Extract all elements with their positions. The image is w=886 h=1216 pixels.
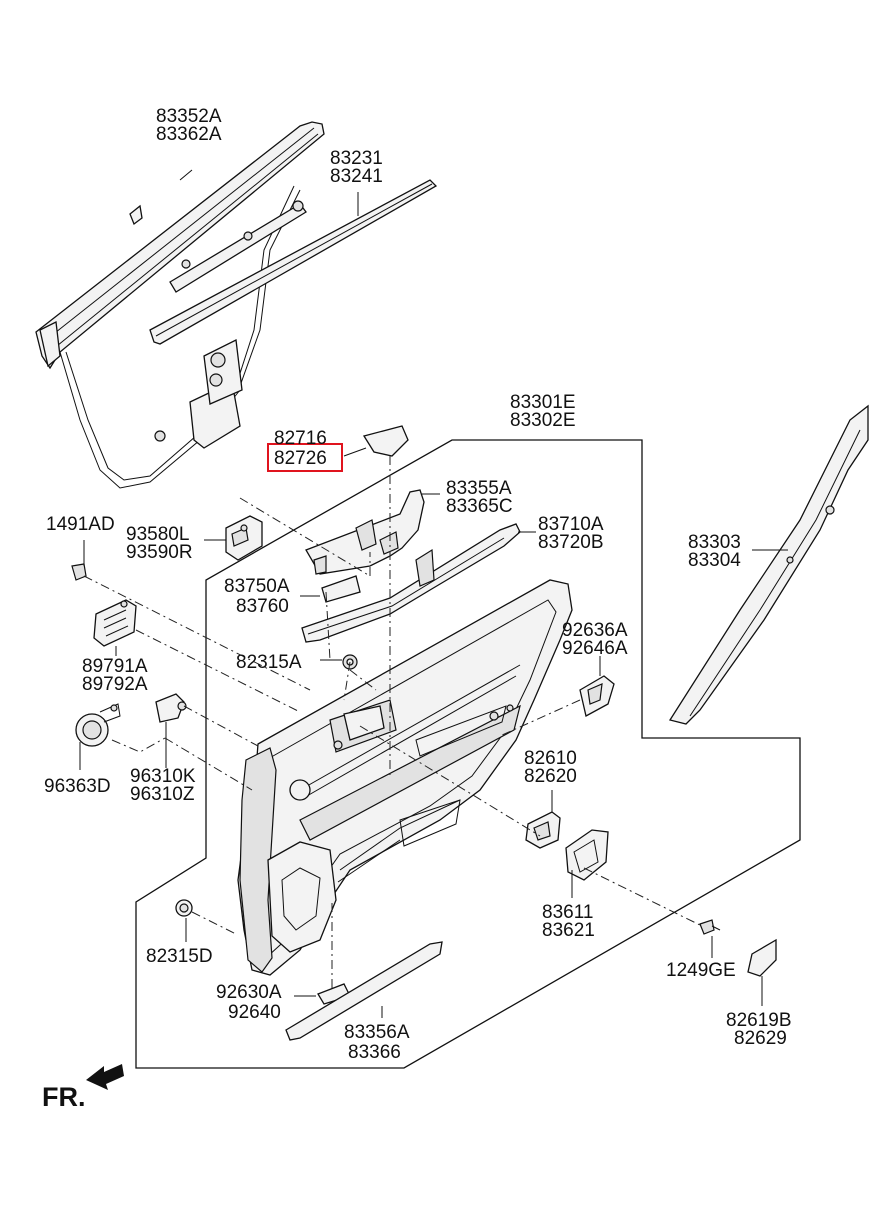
label-89792a: 89792A: [82, 674, 148, 695]
door-seal-strip-part: [668, 404, 869, 725]
power-window-switch-panel-part: [305, 425, 425, 575]
label-83365c: 83365C: [446, 496, 513, 517]
lamp-cover-part: [579, 675, 615, 717]
label-83304: 83304: [688, 550, 741, 571]
clip-82315d-part: [175, 899, 193, 917]
armrest-pad-part: [301, 523, 521, 643]
door-trim-panel: [237, 579, 573, 976]
label-83356a: 83356A: [344, 1022, 410, 1043]
label-93580l: 93580L: [126, 524, 189, 545]
label-83621: 83621: [542, 920, 595, 941]
label-92636a: 92636A: [562, 620, 628, 641]
connector-part: [155, 693, 187, 723]
label-82620: 82620: [524, 766, 577, 787]
front-arrow-icon: [86, 1064, 124, 1090]
label-83231: 83231: [330, 148, 383, 169]
label-83720b: 83720B: [538, 532, 604, 553]
speaker-grille-part: [93, 599, 137, 647]
label-83301e: 83301E: [510, 392, 576, 413]
handle-bezel-part: [565, 829, 609, 881]
switch-part: [225, 515, 263, 561]
label-93590r: 93590R: [126, 542, 193, 563]
assembly-leader-lines: [83, 456, 703, 988]
lower-garnish-part: [285, 941, 443, 1041]
label-83241: 83241: [330, 166, 383, 187]
front-direction-label: FR.: [42, 1082, 86, 1112]
label-96310z: 96310Z: [130, 784, 195, 805]
inside-handle-part: [525, 811, 561, 849]
label-82716: 82716: [274, 428, 327, 449]
label-1249ge: 1249GE: [666, 960, 736, 981]
callout-labels: 83352A 83362A 83231 83241 83301E 83302E …: [42, 106, 792, 1112]
assembly-outline-box: [135, 439, 801, 1069]
callout-leaders: [79, 169, 788, 1018]
label-82315d: 82315D: [146, 946, 213, 967]
label-92646a: 92646A: [562, 638, 628, 659]
cap-part: [747, 938, 777, 977]
label-92630a: 92630A: [216, 982, 282, 1003]
clip-part: [71, 563, 87, 581]
label-96363d: 96363D: [44, 776, 111, 797]
label-83352a: 83352A: [156, 106, 222, 127]
label-82629: 82629: [734, 1028, 787, 1049]
label-83760: 83760: [236, 596, 289, 617]
screw-part: [699, 919, 721, 935]
label-83611: 83611: [542, 902, 593, 923]
highlighted-part-box: [267, 443, 343, 472]
label-83362a: 83362A: [156, 124, 222, 145]
label-82619b: 82619B: [726, 1010, 792, 1031]
label-83710a: 83710A: [538, 514, 604, 535]
label-96310k: 96310K: [130, 766, 196, 787]
label-83302e: 83302E: [510, 410, 576, 431]
tweeter-speaker-part: [75, 703, 121, 747]
label-82726: 82726: [274, 448, 327, 469]
label-92640: 92640: [228, 1002, 281, 1023]
label-82610: 82610: [524, 748, 577, 769]
label-83355a: 83355A: [446, 478, 512, 499]
pocket-part: [321, 575, 361, 603]
label-83750a: 83750A: [224, 576, 290, 597]
label-1491ad: 1491AD: [46, 514, 115, 535]
label-83366: 83366: [348, 1042, 401, 1063]
label-89791a: 89791A: [82, 656, 148, 677]
label-83303: 83303: [688, 532, 741, 553]
label-82315a: 82315A: [236, 652, 302, 673]
window-regulator-part: [35, 121, 438, 489]
